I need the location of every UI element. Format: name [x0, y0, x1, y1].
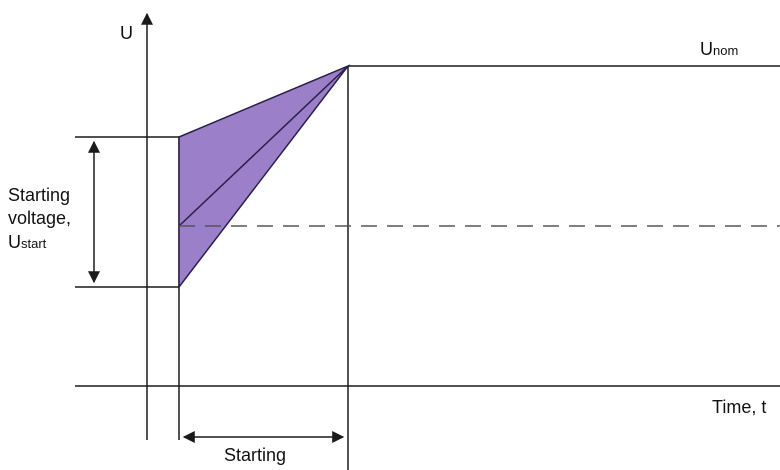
- ramp-midline: [178, 65, 349, 227]
- starting-voltage-line3: Ustart: [8, 231, 71, 254]
- u-axis-label: U: [120, 23, 133, 43]
- u-nom-label: Unom: [700, 40, 738, 58]
- u-nom-main: U: [700, 39, 713, 59]
- u-nom-subscript: nom: [713, 43, 739, 58]
- u-start-main: U: [8, 231, 21, 252]
- starting-voltage-line1: Starting: [8, 185, 71, 205]
- time-axis-label: Time, t: [712, 397, 767, 417]
- starting-time-label: Starting: [224, 445, 287, 465]
- starting-voltage-label: Starting voltage, Ustart: [8, 184, 71, 254]
- ramp-region: [178, 64, 351, 290]
- u-start-subscript: start: [21, 235, 47, 251]
- starting-voltage-line2: voltage,: [8, 208, 72, 229]
